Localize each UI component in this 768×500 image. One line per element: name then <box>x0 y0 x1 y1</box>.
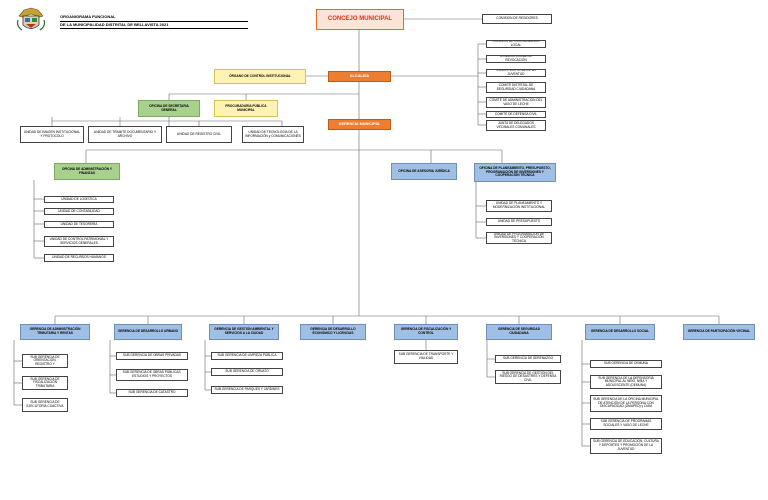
gerencia-box: GERENCIA DE ADMINISTRACIÓN TRIBUTARIA Y … <box>20 324 90 340</box>
consejo-item: CONCEJO DE COORDINACIÓN LOCAL <box>486 40 546 48</box>
title-line-1: ORGANIGRAMA FUNCIONAL <box>60 14 116 19</box>
secretaria-unit: UNIDAD DE IMAGEN INSTITUCIONAL Y PROTOCO… <box>20 126 84 143</box>
subgerencia-item: SUB GERENCIA DE PROGRAMAS SOCIALES Y VAS… <box>590 418 662 430</box>
gerencia-box: GERENCIA DE FISCALIZACIÓN Y CONTROL <box>394 324 458 340</box>
title-line-2: DE LA MUNICIPALIDAD DISTRITAL DE BELLAVI… <box>60 21 248 29</box>
procuraduria-box: PROCURADURÍA PÚBLICA MUNICIPAL <box>214 100 278 117</box>
gerencia-box: GERENCIA DE DESARROLLO URBANO <box>114 324 182 340</box>
planeamiento-unit: UNIDAD DE PROGRAMACIÓN DE INVERSIONES Y … <box>486 232 552 244</box>
subgerencia-item: SUB GERENCIA DE PARQUES Y JARDINES <box>211 386 283 394</box>
admin-unit: UNIDAD DE RECURSOS HUMANOS <box>44 254 114 262</box>
secretaria-unit: UNIDAD DE TECNOLOGÍA DE LA INFORMACIÓN y… <box>242 126 304 143</box>
subgerencia-item: SUB GERENCIA DE DEMUNA <box>590 360 662 368</box>
organo-control-box: ÓRGANO DE CONTROL INSTITUCIONAL <box>214 69 306 84</box>
subgerencia-item: SUB GERENCIA DE SERENAZGO <box>495 355 561 363</box>
admin-unit: UNIDAD DE CONTABILIDAD <box>44 208 114 215</box>
gerencia-box: GERENCIA DE GESTIÓN AMBIENTAL Y SERVICIO… <box>209 324 279 340</box>
municipal-coat-of-arms-icon <box>16 6 46 33</box>
consejo-item: COMITÉ DE ADMINISTRACIÓN DEL VASO DE LEC… <box>486 97 546 108</box>
asesoria-juridica-box: OFICINA DE ASESORIA JURÍDICA <box>391 163 457 180</box>
consejo-item: COMITÉ DISTRITAL DE LA JUVENTUD <box>486 69 546 77</box>
subgerencia-item: SUB GERENCIA DE OBRAS PRIVADAS <box>116 352 188 360</box>
gerencia-box: GERENCIA DE SEGURIDAD CIUDADANA <box>486 324 552 340</box>
consejo-item: COMITÉ DISTRITAL DE SEGURIDAD CIUDADANA <box>486 82 546 93</box>
subgerencia-item: SUB GERENCIA DE ORNATO <box>211 368 283 376</box>
subgerencia-item: SUB GERENCIA DE GESTIÓN DEL RIESGO DE DE… <box>495 370 561 384</box>
subgerencia-item: SUB GERENCIA DE LA DEFENSORIA MUNICIPAL … <box>590 375 662 389</box>
subgerencia-item: SUB GERENCIA DE FISCALIZACIÓN TRIBUTARIA <box>22 376 68 390</box>
secretaria-unit: UNIDAD DE REGISTRO CIVIL <box>166 126 232 143</box>
subgerencia-item: SUB GERENCIA DE LIMPIEZA PÚBLICA <box>211 352 283 360</box>
admin-unit: UNIDAD DE CONTROL PATRIMONIAL Y SERVICIO… <box>44 236 114 247</box>
subgerencia-item: SUB GERENCIA DE EDUCACIÓN, CULTURA Y DEP… <box>590 438 662 454</box>
subgerencia-item: SUB GERENCIA DE ORIENTACIÓN, REGISTRO Y <box>22 354 68 368</box>
alcaldia-box: ALCALDÍA <box>328 71 391 82</box>
administracion-finanzas-box: OFICINA DE ADMINISTRACIÓN Y FINANZAS <box>54 163 120 180</box>
planeamiento-unit: UNIDAD DE PLANEAMIENTO Y MODERNIZACIÓN I… <box>486 200 552 212</box>
consejo-item: COMITÉ DE DEFENSA CIVIL <box>486 111 546 118</box>
page-title: ORGANIGRAMA FUNCIONAL DE LA MUNICIPALIDA… <box>60 15 248 29</box>
gerencia-municipal-box: GERENCIA MUNICIPAL <box>328 119 391 130</box>
subgerencia-item: SUB GERENCIA DE OBRAS PÚBLICAS, ESTUDIOS… <box>116 369 188 381</box>
planeamiento-unit: UNIDAD DE PRESUPUESTO <box>486 218 552 226</box>
secretaria-unit: UNIDAD DE TRAMITE DOCUMENTARIO Y ARCHIVO <box>88 126 162 143</box>
subgerencia-item: SUB GERENCIA DE CATASTRO <box>116 389 188 397</box>
gerencia-box: GERENCIA DE DESARROLLO SOCIAL <box>585 324 655 340</box>
secretaria-general-box: OFICINA DE SECRETARIA GENERAL <box>138 100 200 117</box>
subgerencia-item: SUB GERENCIA DE TRANSPORTE Y VIALIDAD <box>394 350 458 364</box>
planeamiento-box: OFICINA DE PLANEAMIENTO, PRESUPUESTO, PR… <box>474 163 556 182</box>
admin-unit: UNIDAD DE TESORERÍA <box>44 221 114 228</box>
admin-unit: UNIDAD DE LOGÍSTICA <box>44 196 114 203</box>
concejo-municipal-box: CONCEJO MUNICIPAL <box>316 9 404 30</box>
gerencia-box: GERENCIA DE PARTICIPACIÓN VECINAL <box>683 324 755 340</box>
subgerencia-item: SUB GERENCIA DE LA OFICINA MUNICIPAL DE … <box>590 395 662 412</box>
subgerencia-item: SUB GERENCIA DE EJECUTORIA COACTIVA <box>22 398 68 412</box>
comision-regidores-box: COMISION DE REGIDORES <box>482 14 552 24</box>
consejo-item: JUNTA DE DELEGADOS VECINALES COMUNALES <box>486 120 546 131</box>
gerencia-box: GERENCIA DE DESARROLLO ECONÓMICO Y LICEN… <box>300 324 366 340</box>
consejo-item: CONSEJO LOCAL DE REVOCACIÓN <box>486 55 546 63</box>
